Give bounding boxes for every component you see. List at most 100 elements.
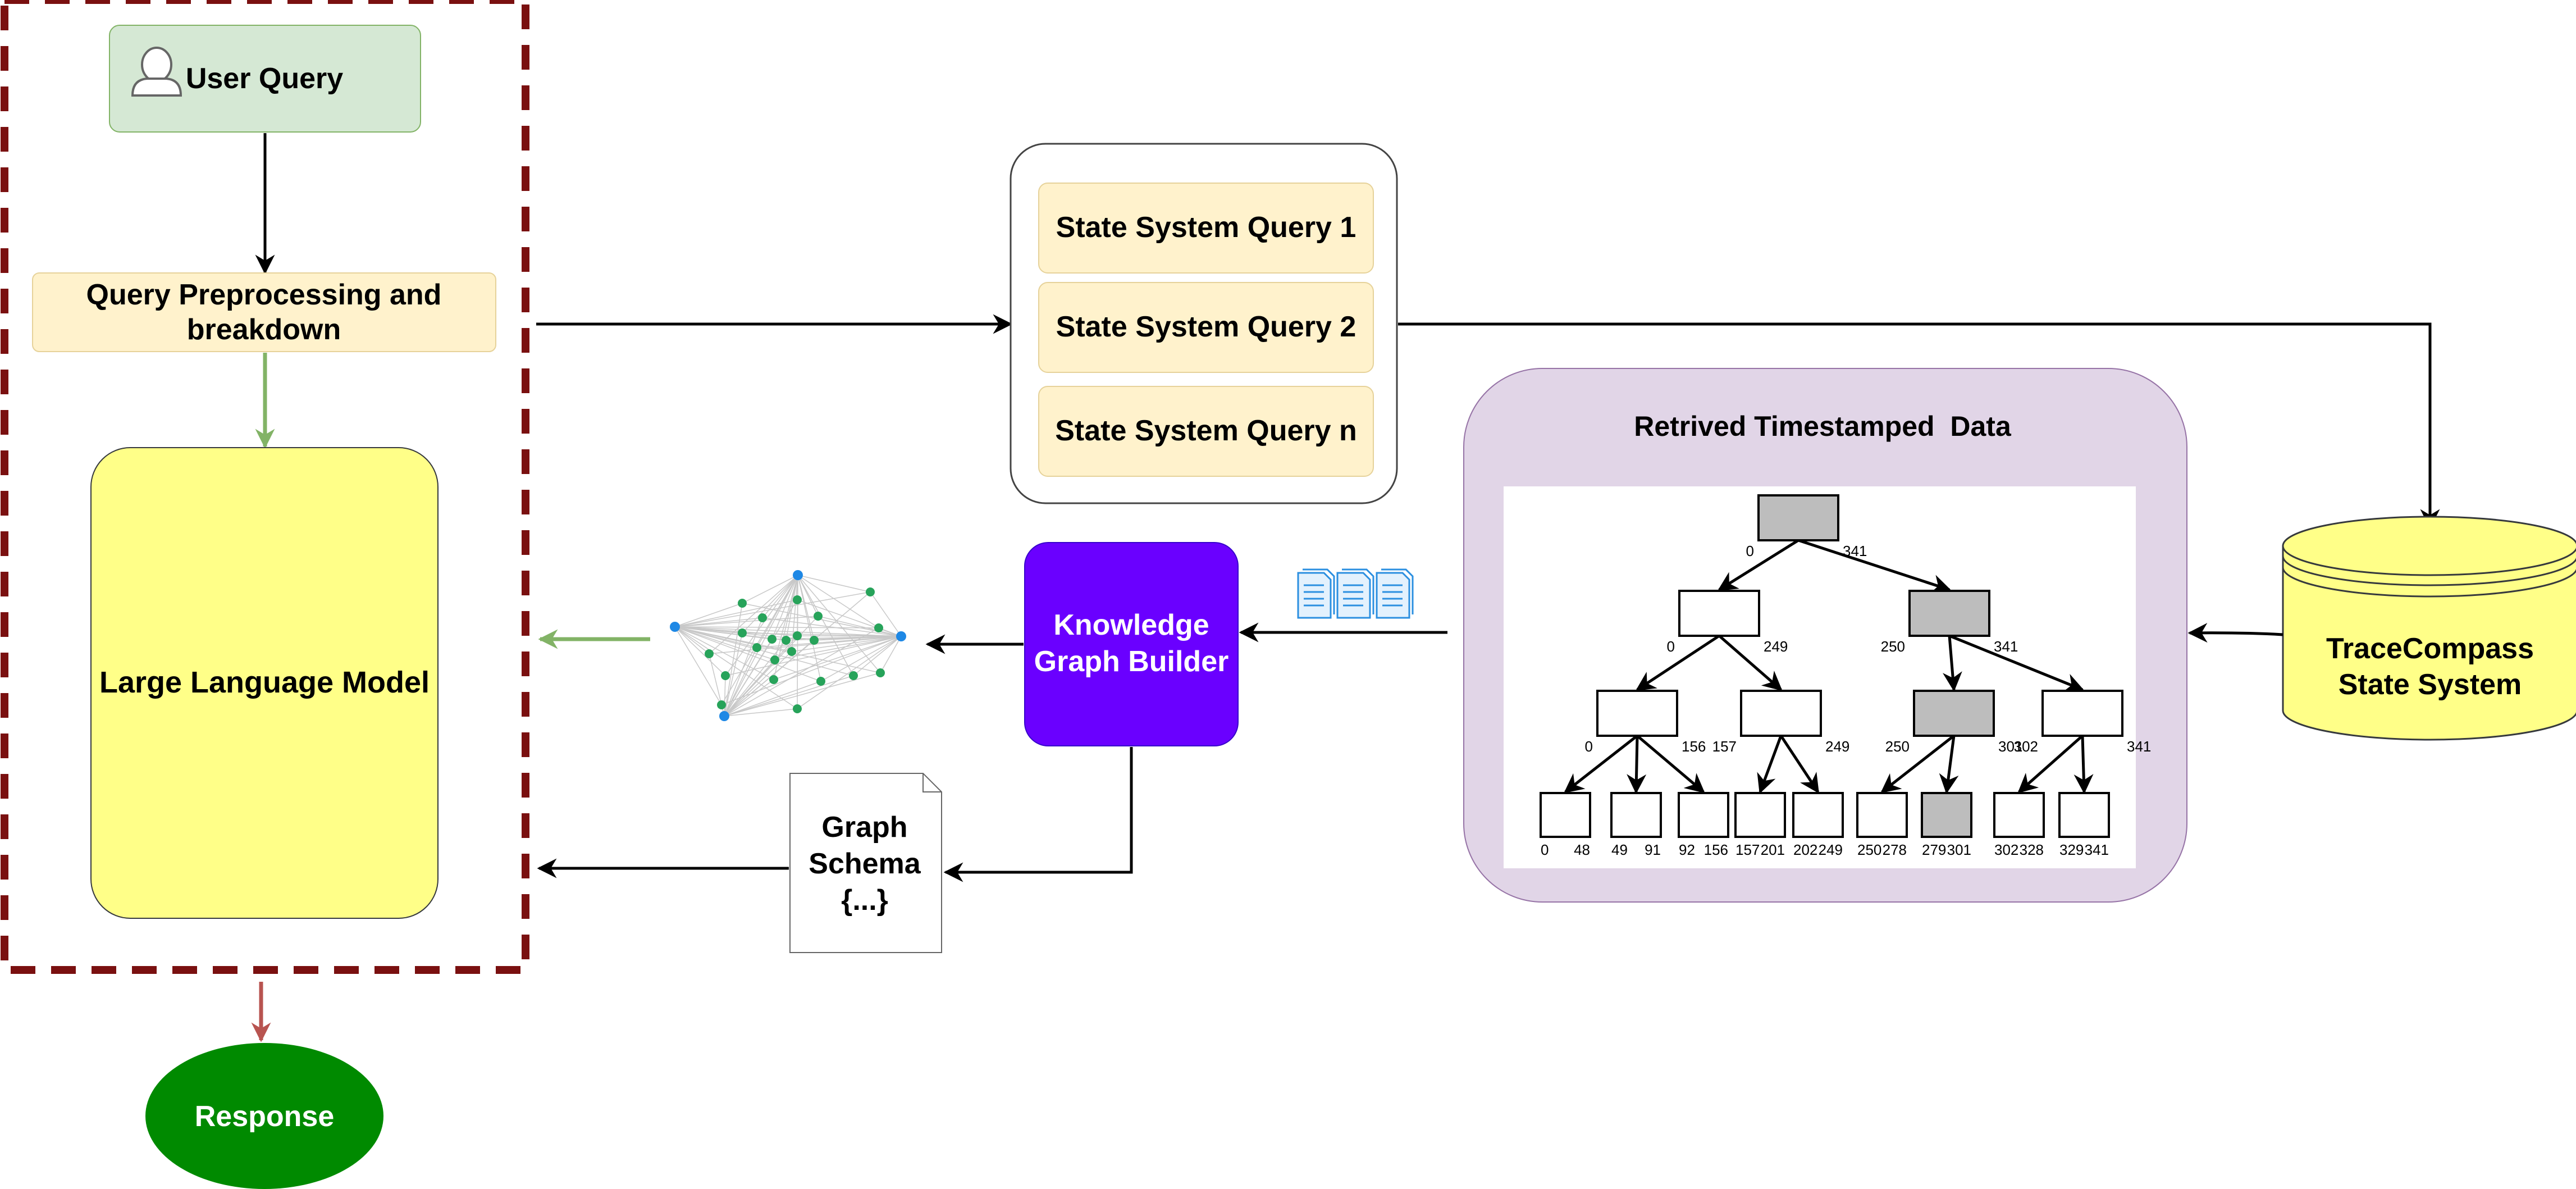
- tree-node-l2-2: 157 249: [1712, 690, 1849, 755]
- tree-node-l1-2-start-label: 250: [1881, 638, 1905, 655]
- schema-label-line3: {...}: [841, 884, 888, 917]
- state-query-n-label: State System Query n: [1055, 414, 1357, 447]
- tree-edge-l1-3: [1949, 634, 2085, 693]
- graph-hub-node: [670, 622, 680, 632]
- graph-entity-node: [876, 668, 885, 677]
- tree-node-leaf-8-start-label: 302: [1994, 841, 2018, 858]
- tree-edge-l2-8: [2073, 735, 2094, 794]
- graph-entity-node: [793, 704, 802, 713]
- graph-hub-node: [896, 631, 906, 641]
- state-query-2: State System Query 2: [1038, 282, 1374, 373]
- graph-entity-node: [705, 649, 714, 658]
- tree-node-leaf-8-end-label: 328: [2020, 841, 2044, 858]
- graph-entity-node: [810, 636, 819, 645]
- tracecompass-label-line1: TraceCompass: [2326, 632, 2534, 665]
- llm-label: Large Language Model: [99, 666, 430, 699]
- graph-edges: [674, 575, 902, 717]
- graph-entity-node: [752, 643, 761, 652]
- preprocessing-label-line2: breakdown: [187, 313, 341, 346]
- tree-edge-l2-4: [1779, 735, 1820, 794]
- llm-node: Large Language Model: [90, 447, 439, 919]
- llm-agent-container: [1, 0, 529, 974]
- tracecompass-label-line2: State System: [2339, 668, 2522, 701]
- tree-edge-l2-6: [1939, 735, 1959, 794]
- graph-entity-node: [738, 628, 747, 637]
- tree-edge-l2-1: [1627, 735, 1647, 794]
- retrieved-data-title: Retrived Timestamped Data: [1634, 411, 2012, 442]
- tracecompass-node: TraceCompass State System: [2282, 516, 2576, 741]
- tree-node-leaf-1-end-label: 48: [1574, 841, 1590, 858]
- graph-entity-node: [738, 599, 747, 608]
- graph-entity-node: [866, 587, 875, 596]
- state-query-1-label: State System Query 1: [1056, 211, 1356, 244]
- arrow-queries-to-tracecompass: [1398, 322, 2440, 529]
- state-query-2-label: State System Query 2: [1056, 311, 1356, 343]
- graph-entity-node: [793, 595, 802, 604]
- document-stack-icon: [1297, 568, 1414, 619]
- tree-edge-l2-7: [2017, 735, 2084, 794]
- schema-label-line2: Schema: [809, 848, 921, 880]
- tree-node-leaf-9-start-label: 329: [2059, 841, 2084, 858]
- tree-node-leaf-6-start-label: 250: [1857, 841, 1881, 858]
- state-queries-group: State System Query 1 State System Query …: [1010, 143, 1398, 504]
- state-query-1: State System Query 1: [1038, 183, 1374, 274]
- kg-builder-label-line1: Knowledge: [1053, 609, 1209, 641]
- tree-node-l1-2-end-label: 341: [1994, 638, 2018, 655]
- tree-node-l2-2-start-label: 157: [1712, 738, 1737, 755]
- graph-entity-node: [782, 636, 791, 645]
- tree-node-leaf-2-start-label: 49: [1611, 841, 1628, 858]
- tree-node-l2-4-start-label: 302: [2014, 738, 2038, 755]
- tree-node-leaf-5-end-label: 249: [1819, 841, 1843, 858]
- tree-edge-l1-1: [1718, 635, 1783, 691]
- tree-node-leaf-2-end-label: 91: [1645, 841, 1661, 858]
- tree-node-l1-2: 250 341: [1881, 590, 2018, 655]
- graph-entity-node: [874, 623, 883, 632]
- tree-node-l2-2-end-label: 249: [1825, 738, 1849, 755]
- graph-entity-node: [816, 677, 825, 686]
- user-icon: [131, 47, 182, 97]
- document-icon: [1297, 568, 1335, 619]
- tree-node-l2-1-end-label: 156: [1682, 738, 1706, 755]
- response-node: Response: [145, 1043, 383, 1189]
- graph-entity-node: [769, 675, 778, 684]
- arrow-kg-to-schema: [943, 747, 1133, 882]
- graph-hub-node: [719, 711, 729, 721]
- tree-node-leaf-9-end-label: 341: [2085, 841, 2109, 858]
- tree-node-leaf-1-start-label: 0: [1541, 841, 1549, 858]
- tree-node-root-end-label: 341: [1843, 543, 1867, 559]
- tree-node-leaf-2: 49 91: [1610, 792, 1662, 858]
- tree-edge-l2-3: [1757, 735, 1783, 794]
- user-query-node: User Query: [109, 25, 421, 133]
- tree-node-l1-1-start-label: 0: [1667, 638, 1675, 655]
- graph-entity-node: [768, 635, 777, 644]
- kg-builder-node: Knowledge Graph Builder: [1024, 542, 1239, 746]
- document-icon: [1336, 568, 1374, 619]
- tree-node-leaf-1: 0 48: [1540, 792, 1591, 858]
- graph-entity-node: [721, 671, 730, 680]
- kg-builder-label-line2: Graph Builder: [1034, 645, 1229, 678]
- tree-node-leaf-7-end-label: 301: [1947, 841, 1971, 858]
- tree-node-l2-1-start-label: 0: [1585, 738, 1593, 755]
- graph-entity-node: [849, 671, 858, 680]
- document-icon: [1376, 568, 1414, 619]
- tree-node-leaf-3-start-label: 92: [1679, 841, 1695, 858]
- tree-node-leaf-5-start-label: 202: [1793, 841, 1817, 858]
- tree-node-l2-3-start-label: 250: [1885, 738, 1910, 755]
- tree-edge-l1-0: [1636, 634, 1720, 691]
- graph-entity-node: [787, 647, 796, 656]
- preprocessing-label-line1: Query Preprocessing and: [86, 279, 442, 311]
- graph-entity-node: [770, 655, 779, 664]
- tree-edge-root-0: [1718, 539, 1799, 591]
- tree-edge-l1-2: [1942, 635, 1962, 692]
- schema-label-line1: Graph: [821, 811, 907, 844]
- state-query-n: State System Query n: [1038, 386, 1374, 477]
